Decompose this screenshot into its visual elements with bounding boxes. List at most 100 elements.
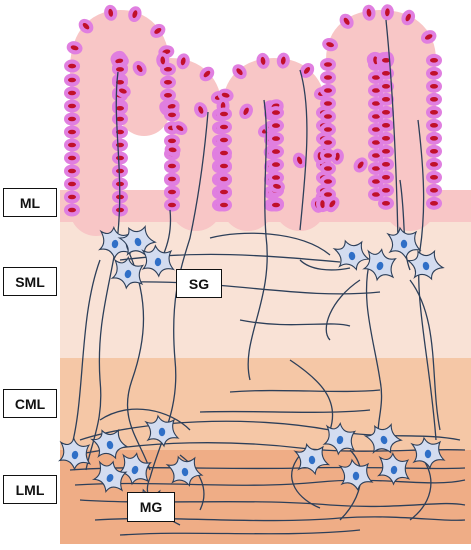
epithelial-cell-nucleus xyxy=(335,152,340,161)
epithelial-cell xyxy=(150,23,166,38)
longitudinal-muscle-layer xyxy=(60,450,471,544)
nerve-fiber xyxy=(179,454,205,511)
epithelial-cell xyxy=(268,145,284,159)
epithelial-cell xyxy=(216,185,232,199)
epithelial-cell-nucleus xyxy=(154,27,162,34)
epithelial-cell-nucleus xyxy=(297,156,303,165)
epithelial-cell xyxy=(320,71,336,85)
epithelial-cell-nucleus xyxy=(430,97,438,102)
epithelial-cell-nucleus xyxy=(405,13,411,22)
enteric-neuron xyxy=(91,460,128,494)
epithelial-cell xyxy=(426,79,442,93)
epithelial-cell-nucleus xyxy=(68,194,77,200)
epithelial-cell-nucleus xyxy=(243,107,249,116)
enteric-neuron xyxy=(377,452,411,486)
neuron-nucleus xyxy=(71,450,79,460)
epithelial-cell-nucleus xyxy=(119,88,127,94)
epithelial-cell xyxy=(64,125,80,139)
nerve-fiber xyxy=(99,408,191,431)
epithelial-cell xyxy=(239,103,253,120)
epithelial-cell-nucleus xyxy=(280,56,286,65)
epithelial-cell xyxy=(64,164,81,178)
epithelial-cell-nucleus xyxy=(324,114,332,119)
epithelial-cell xyxy=(339,13,354,29)
epithelial-cell-nucleus xyxy=(366,8,372,17)
enteric-neuron xyxy=(386,226,422,260)
epithelial-cell xyxy=(320,123,336,137)
epithelial-cell-nucleus xyxy=(357,161,364,169)
epithelial-cell xyxy=(194,102,208,118)
epithelial-cell xyxy=(112,101,128,115)
neuron-nucleus xyxy=(158,427,166,437)
epithelial-cell xyxy=(64,59,81,73)
epithelial-cell-nucleus xyxy=(430,110,438,115)
nerve-fiber xyxy=(289,359,334,431)
epithelial-cell xyxy=(268,106,284,120)
epithelial-cell-nucleus xyxy=(116,168,125,174)
epithelial-cell-nucleus xyxy=(168,189,176,195)
enteric-neuron xyxy=(110,255,145,290)
epithelial-cell-nucleus xyxy=(324,75,332,80)
epithelial-cell-nucleus xyxy=(220,176,228,182)
epithelial-cell-nucleus xyxy=(272,175,280,180)
epithelial-cell-nucleus xyxy=(70,45,79,51)
enteric-neuron xyxy=(293,442,331,476)
epithelial-cell-nucleus xyxy=(180,57,186,66)
epithelial-cell-nucleus xyxy=(273,183,281,189)
epithelial-cell-nucleus xyxy=(220,150,228,156)
epithelial-cell-nucleus xyxy=(220,202,228,208)
epithelial-cell-nucleus xyxy=(164,80,172,85)
epithelial-cell xyxy=(216,146,232,160)
epithelial-cell-nucleus xyxy=(221,92,230,98)
epithelial-cell xyxy=(401,9,416,26)
epithelial-cell xyxy=(160,75,176,89)
layer-label-cml: CML xyxy=(3,389,57,418)
epithelial-cell xyxy=(378,131,394,145)
epithelial-cell-nucleus xyxy=(116,106,124,111)
epithelial-cell-nucleus xyxy=(372,114,380,119)
enteric-neuron xyxy=(141,244,175,278)
epithelial-cell xyxy=(128,6,142,23)
ganglion-label-mg: MG xyxy=(127,492,175,522)
epithelial-cell-nucleus xyxy=(220,124,228,130)
epithelial-cell xyxy=(164,185,180,199)
epithelial-cell xyxy=(64,177,81,191)
epithelial-cell xyxy=(256,52,270,69)
epithelial-cell xyxy=(299,62,315,78)
layer-label-lml: LML xyxy=(3,475,57,504)
epithelial-cell xyxy=(378,170,394,184)
nerve-fiber xyxy=(79,420,461,441)
epithelial-cell-nucleus xyxy=(203,70,211,78)
epithelial-cell xyxy=(378,105,394,119)
epithelial-cell-nucleus xyxy=(168,138,176,144)
epithelial-cell xyxy=(322,37,338,52)
epithelial-cell xyxy=(64,112,80,126)
epithelial-cell-nucleus xyxy=(320,200,325,209)
epithelial-cell xyxy=(64,99,80,113)
epithelial-cell xyxy=(276,52,290,69)
epithelial-cell xyxy=(426,131,442,145)
epithelial-cell xyxy=(426,66,442,80)
epithelial-cell-nucleus xyxy=(68,90,76,96)
epithelial-cell xyxy=(232,64,247,80)
epithelial-cell xyxy=(176,53,190,70)
epithelial-cell-nucleus xyxy=(382,201,390,206)
epithelial-cell xyxy=(378,53,394,67)
epithelial-cell-nucleus xyxy=(324,88,332,93)
epithelial-cell-nucleus xyxy=(382,188,390,193)
epithelial-cell-nucleus xyxy=(430,175,438,180)
epithelial-cell-nucleus xyxy=(136,64,143,73)
epithelial-cell xyxy=(426,170,442,184)
epithelial-cell xyxy=(378,79,394,93)
neuron-nucleus xyxy=(106,440,114,450)
epithelial-cell xyxy=(115,84,131,98)
enteric-neuron xyxy=(405,249,445,281)
epithelial-cell-nucleus xyxy=(324,62,332,67)
enteric-neuron xyxy=(338,458,374,492)
epithelial-cell-nucleus xyxy=(168,163,176,169)
neuron-nucleus xyxy=(154,257,162,267)
epithelial-cell-nucleus xyxy=(372,140,380,145)
epithelial-cell-nucleus xyxy=(430,58,438,63)
epithelial-cell-nucleus xyxy=(372,192,380,197)
epithelial-cell xyxy=(320,84,336,98)
